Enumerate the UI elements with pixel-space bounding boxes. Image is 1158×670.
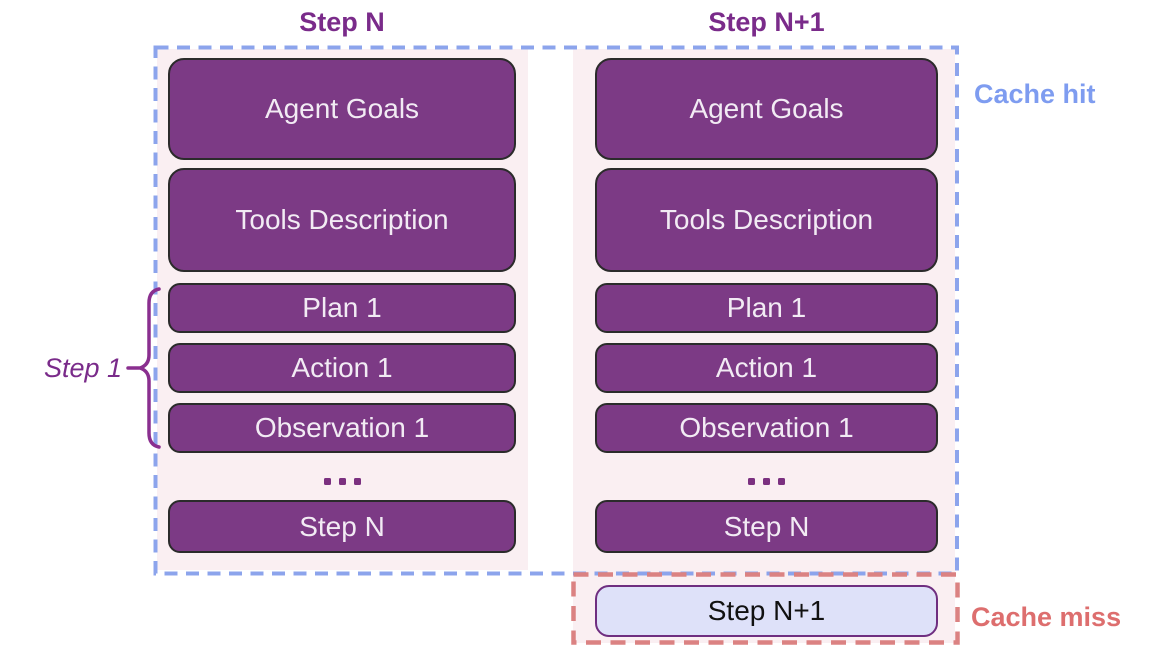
dot-icon	[353, 477, 361, 485]
dot-icon	[778, 477, 785, 485]
cache-hit-label: Cache hit	[974, 79, 1096, 109]
tools-description-box: Tools Description	[168, 168, 516, 272]
agent-goals-box: Agent Goals	[168, 58, 516, 160]
plan-1-box: Plan 1	[595, 283, 938, 333]
agent-goals-box: Agent Goals	[595, 58, 938, 160]
dot-icon	[338, 477, 346, 485]
ellipsis-dots	[595, 474, 938, 488]
dot-icon	[323, 477, 331, 485]
column-header-step-n1: Step N+1	[708, 7, 825, 37]
step1-brace	[126, 287, 161, 449]
observation-1-box: Observation 1	[595, 403, 938, 453]
step-n-box: Step N	[168, 500, 516, 553]
cache-hit-boundary	[153, 45, 959, 576]
action-1-box: Action 1	[595, 343, 938, 393]
step1-label: Step 1	[43, 353, 122, 383]
tools-description-box: Tools Description	[595, 168, 938, 272]
column-header-step-n: Step N	[299, 7, 385, 37]
plan-1-box: Plan 1	[168, 283, 516, 333]
action-1-box: Action 1	[168, 343, 516, 393]
cache-miss-boundary	[571, 572, 960, 645]
step-n-box: Step N	[595, 500, 938, 553]
dot-icon	[763, 477, 770, 485]
cache-miss-label: Cache miss	[971, 602, 1122, 632]
step-n-plus-1-box: Step N+1	[595, 585, 938, 637]
dot-icon	[748, 477, 755, 485]
ellipsis-dots	[168, 474, 516, 488]
observation-1-box: Observation 1	[168, 403, 516, 453]
